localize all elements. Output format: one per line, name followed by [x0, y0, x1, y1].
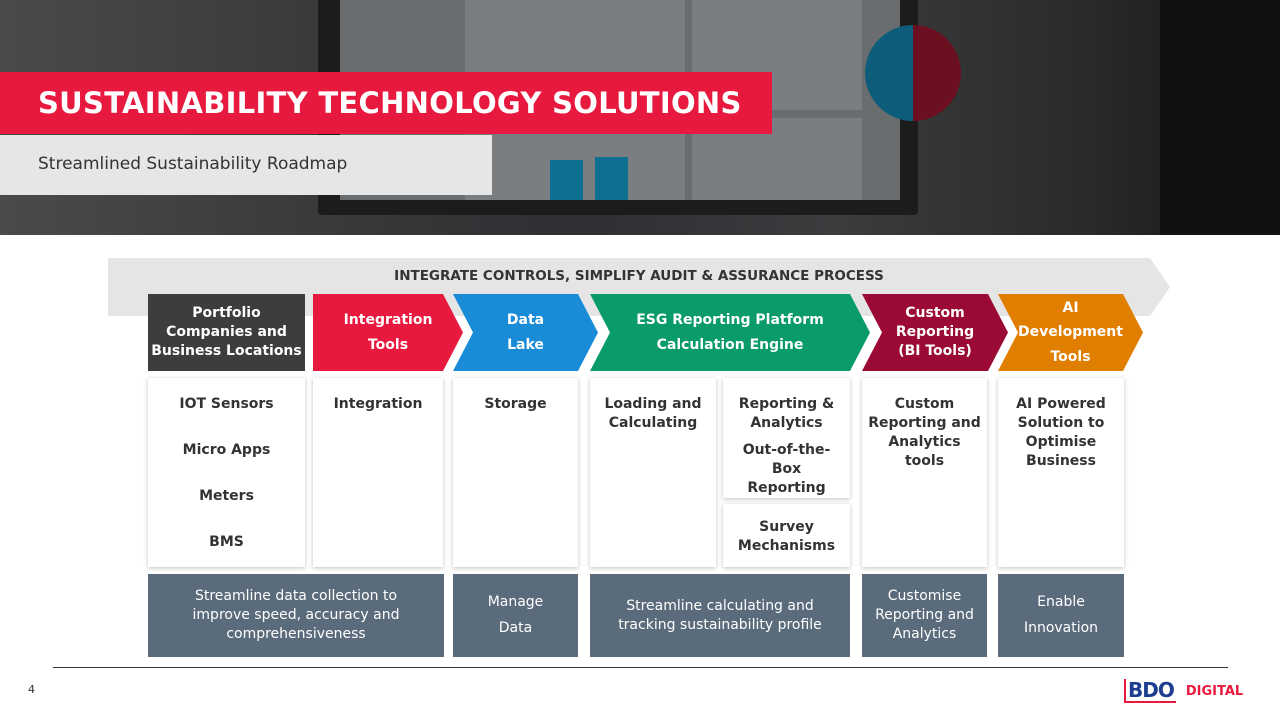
reporting-item: Reporting & Analytics	[738, 396, 835, 431]
dashboard-screen-image	[340, 0, 961, 200]
source-item: Meters	[199, 488, 254, 504]
logo-suffix: DIGITAL	[1185, 683, 1244, 699]
page-subtitle: Streamlined Sustainability Roadmap	[0, 135, 492, 195]
column-header-data-lake: Data Lake	[453, 294, 598, 371]
column-header-ai-tools: AI Development Tools	[998, 294, 1143, 371]
page-number: 4	[28, 683, 35, 696]
integration-box: Integration	[313, 378, 443, 567]
custom-reporting-box: Custom Reporting and Analytics tools	[862, 378, 987, 567]
page-title: SUSTAINABILITY TECHNOLOGY SOLUTIONS	[0, 72, 772, 134]
bdo-logo-mark: BDO	[1124, 679, 1176, 703]
footer-divider	[53, 667, 1228, 668]
column-header-esg-platform: ESG Reporting Platform Calculation Engin…	[590, 294, 870, 371]
portfolio-sources-box: IOT Sensors Micro Apps Meters BMS	[148, 378, 305, 567]
outcome-data-collection: Streamline data collection to improve sp…	[148, 574, 444, 657]
reporting-item: Out-of-the-Box Reporting	[742, 441, 831, 496]
column-header-custom-reporting: Custom Reporting (BI Tools)	[862, 294, 1008, 371]
ai-solution-box: AI Powered Solution to Optimise Business	[998, 378, 1124, 567]
reporting-analytics-box: Reporting & Analytics Out-of-the-Box Rep…	[723, 378, 850, 498]
outcome-manage-data: Manage Data	[453, 574, 578, 657]
source-item: Micro Apps	[182, 442, 271, 458]
survey-box: Survey Mechanisms	[723, 504, 850, 567]
source-item: IOT Sensors	[179, 396, 274, 412]
source-item: BMS	[209, 534, 244, 550]
storage-box: Storage	[453, 378, 578, 567]
outcome-customise-reporting: Customise Reporting and Analytics	[862, 574, 987, 657]
outcome-enable-innovation: Enable Innovation	[998, 574, 1124, 657]
column-header-integration: Integration Tools	[313, 294, 463, 371]
loading-box: Loading and Calculating	[590, 378, 716, 567]
bdo-digital-logo: BDO DIGITAL	[1124, 679, 1243, 703]
outcome-calculating: Streamline calculating and tracking sust…	[590, 574, 850, 657]
column-header-portfolio: Portfolio Companies and Business Locatio…	[148, 294, 305, 371]
